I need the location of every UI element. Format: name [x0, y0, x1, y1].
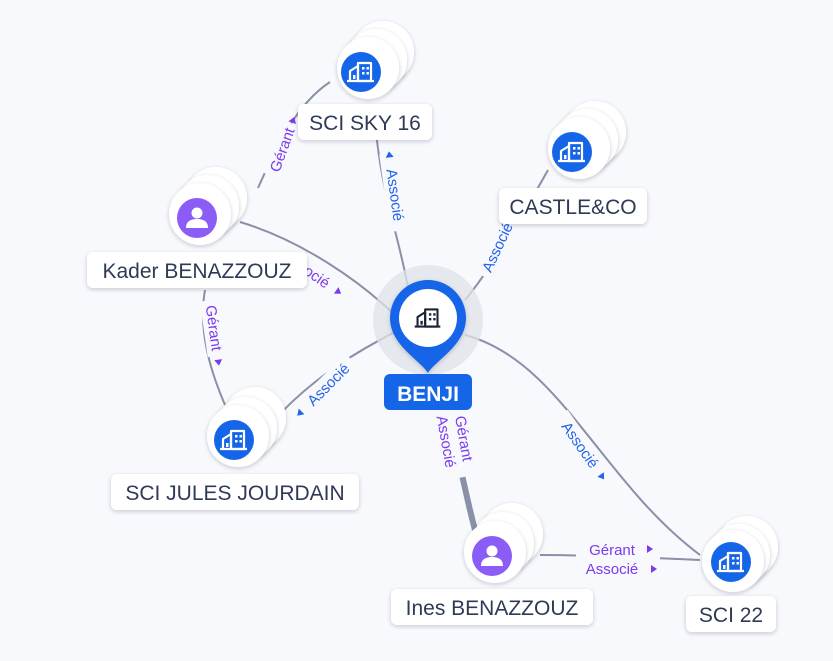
arrow-icon	[651, 565, 657, 573]
edge-label-kader-sky: Gérant	[263, 116, 302, 180]
node-kader-benazzouz[interactable]: Kader BENAZZOUZ	[87, 167, 307, 288]
arrow-icon	[297, 408, 305, 416]
node-sci-sky-16-label: SCI SKY 16	[309, 112, 421, 135]
arrow-icon	[333, 287, 342, 294]
center-label: BENJI	[397, 383, 459, 406]
edge-label-benji-sky-text: Associé	[382, 168, 406, 222]
node-sci-jules-label: SCI JULES JOURDAIN	[125, 482, 344, 505]
edge-label-ines-sci22-associe-text: Associé	[586, 561, 639, 578]
edge-label-benji-sky: Associé	[379, 151, 410, 233]
node-ines-benazzouz[interactable]: Ines BENAZZOUZ	[391, 503, 593, 625]
node-kader-label: Kader BENAZZOUZ	[102, 260, 291, 283]
node-sci-jules-badge	[214, 420, 254, 460]
arrow-icon	[288, 116, 296, 124]
edge-label-benji-castle: Associé	[474, 214, 521, 281]
edge-label-ines-sci22: Gérant Associé	[576, 538, 660, 578]
center-label-bg	[384, 374, 472, 410]
node-sci-22[interactable]: SCI 22	[686, 516, 778, 632]
node-sci-22-badge	[711, 542, 751, 582]
edge-label-ines-sci22-gerant-text: Gérant	[589, 542, 636, 559]
node-sci-sky-16-badge	[341, 52, 381, 92]
node-ines-label: Ines BENAZZOUZ	[406, 597, 579, 620]
node-benji-center[interactable]: BENJI	[373, 265, 483, 410]
edge-label-benji-jules: Associé	[290, 353, 360, 423]
edge-benji-sci22[interactable]	[464, 334, 701, 556]
arrow-icon	[597, 472, 605, 480]
edge-label-kader-sky-text: Gérant	[267, 125, 299, 175]
node-castle-co[interactable]: CASTLE&CO	[499, 101, 647, 224]
node-castle-co-badge	[552, 132, 592, 172]
node-sci-jules-jourdain[interactable]: SCI JULES JOURDAIN	[111, 387, 359, 510]
arrow-icon	[385, 151, 394, 158]
arrow-icon	[214, 359, 223, 366]
edge-label-ines-benji: Gérant Associé	[430, 398, 484, 481]
arrow-icon	[647, 545, 653, 553]
node-sci-22-label: SCI 22	[699, 604, 763, 627]
edge-label-kader-jules-text: Gérant	[202, 304, 225, 353]
building-icon	[414, 308, 441, 328]
edge-label-benji-castle-text: Associé	[479, 220, 517, 275]
node-sci-sky-16[interactable]: SCI SKY 16	[298, 21, 432, 140]
node-castle-co-label: CASTLE&CO	[509, 196, 636, 219]
edge-label-kader-jules: Gérant	[199, 298, 228, 366]
edge-label-benji-sci22: Associé	[551, 409, 614, 487]
